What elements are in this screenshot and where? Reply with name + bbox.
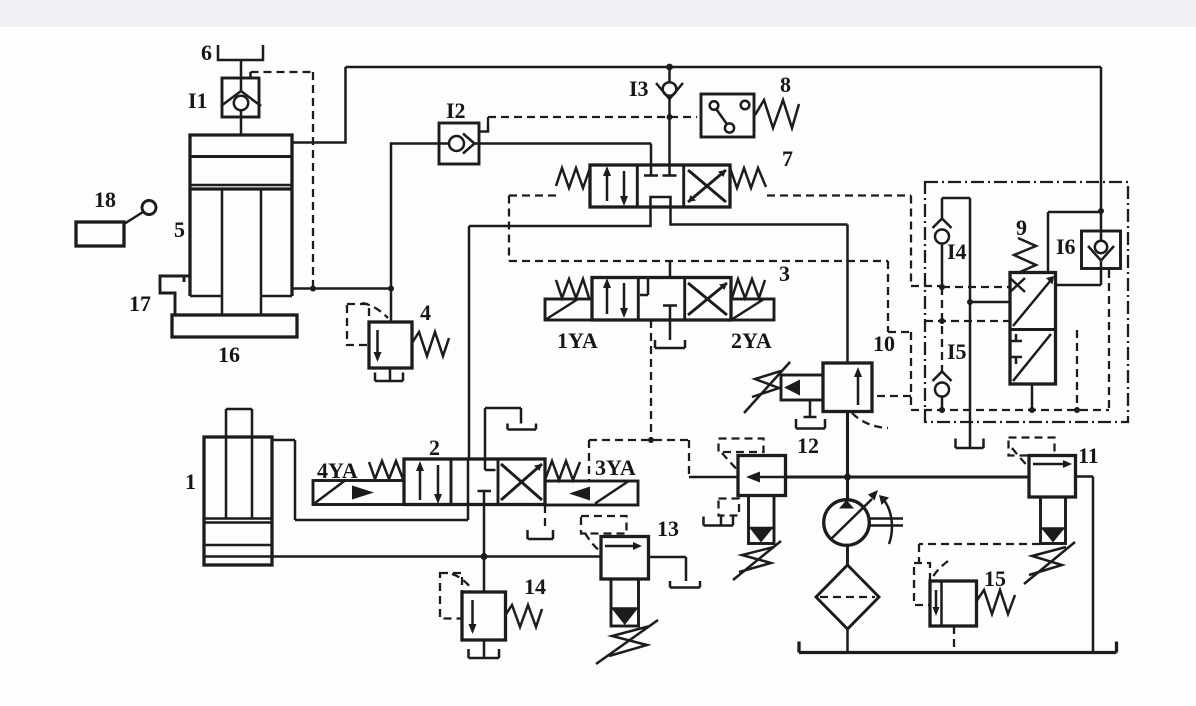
svg-text:5: 5 [174,217,185,242]
svg-text:8: 8 [780,72,791,97]
svg-text:13: 13 [657,516,679,541]
svg-text:I1: I1 [188,88,208,113]
svg-text:11: 11 [1078,443,1099,468]
svg-text:18: 18 [94,187,116,212]
svg-text:I2: I2 [446,98,466,123]
svg-text:16: 16 [218,342,240,367]
svg-text:7: 7 [782,146,793,171]
svg-text:2: 2 [429,435,440,460]
svg-text:9: 9 [1016,215,1027,240]
svg-text:17: 17 [129,291,151,316]
svg-text:15: 15 [984,566,1006,591]
svg-text:2YA: 2YA [731,328,772,353]
svg-text:3YA: 3YA [595,455,636,480]
svg-text:I6: I6 [1056,234,1076,259]
svg-text:I3: I3 [629,76,649,101]
svg-text:6: 6 [201,40,212,65]
svg-text:1YA: 1YA [557,328,598,353]
svg-text:I5: I5 [947,339,967,364]
svg-text:1: 1 [185,469,196,494]
svg-text:12: 12 [797,433,819,458]
svg-text:4: 4 [420,300,431,325]
svg-text:14: 14 [524,574,546,599]
svg-text:3: 3 [779,261,790,286]
svg-text:4YA: 4YA [317,458,358,483]
svg-text:10: 10 [873,331,895,356]
svg-text:I4: I4 [947,239,967,264]
